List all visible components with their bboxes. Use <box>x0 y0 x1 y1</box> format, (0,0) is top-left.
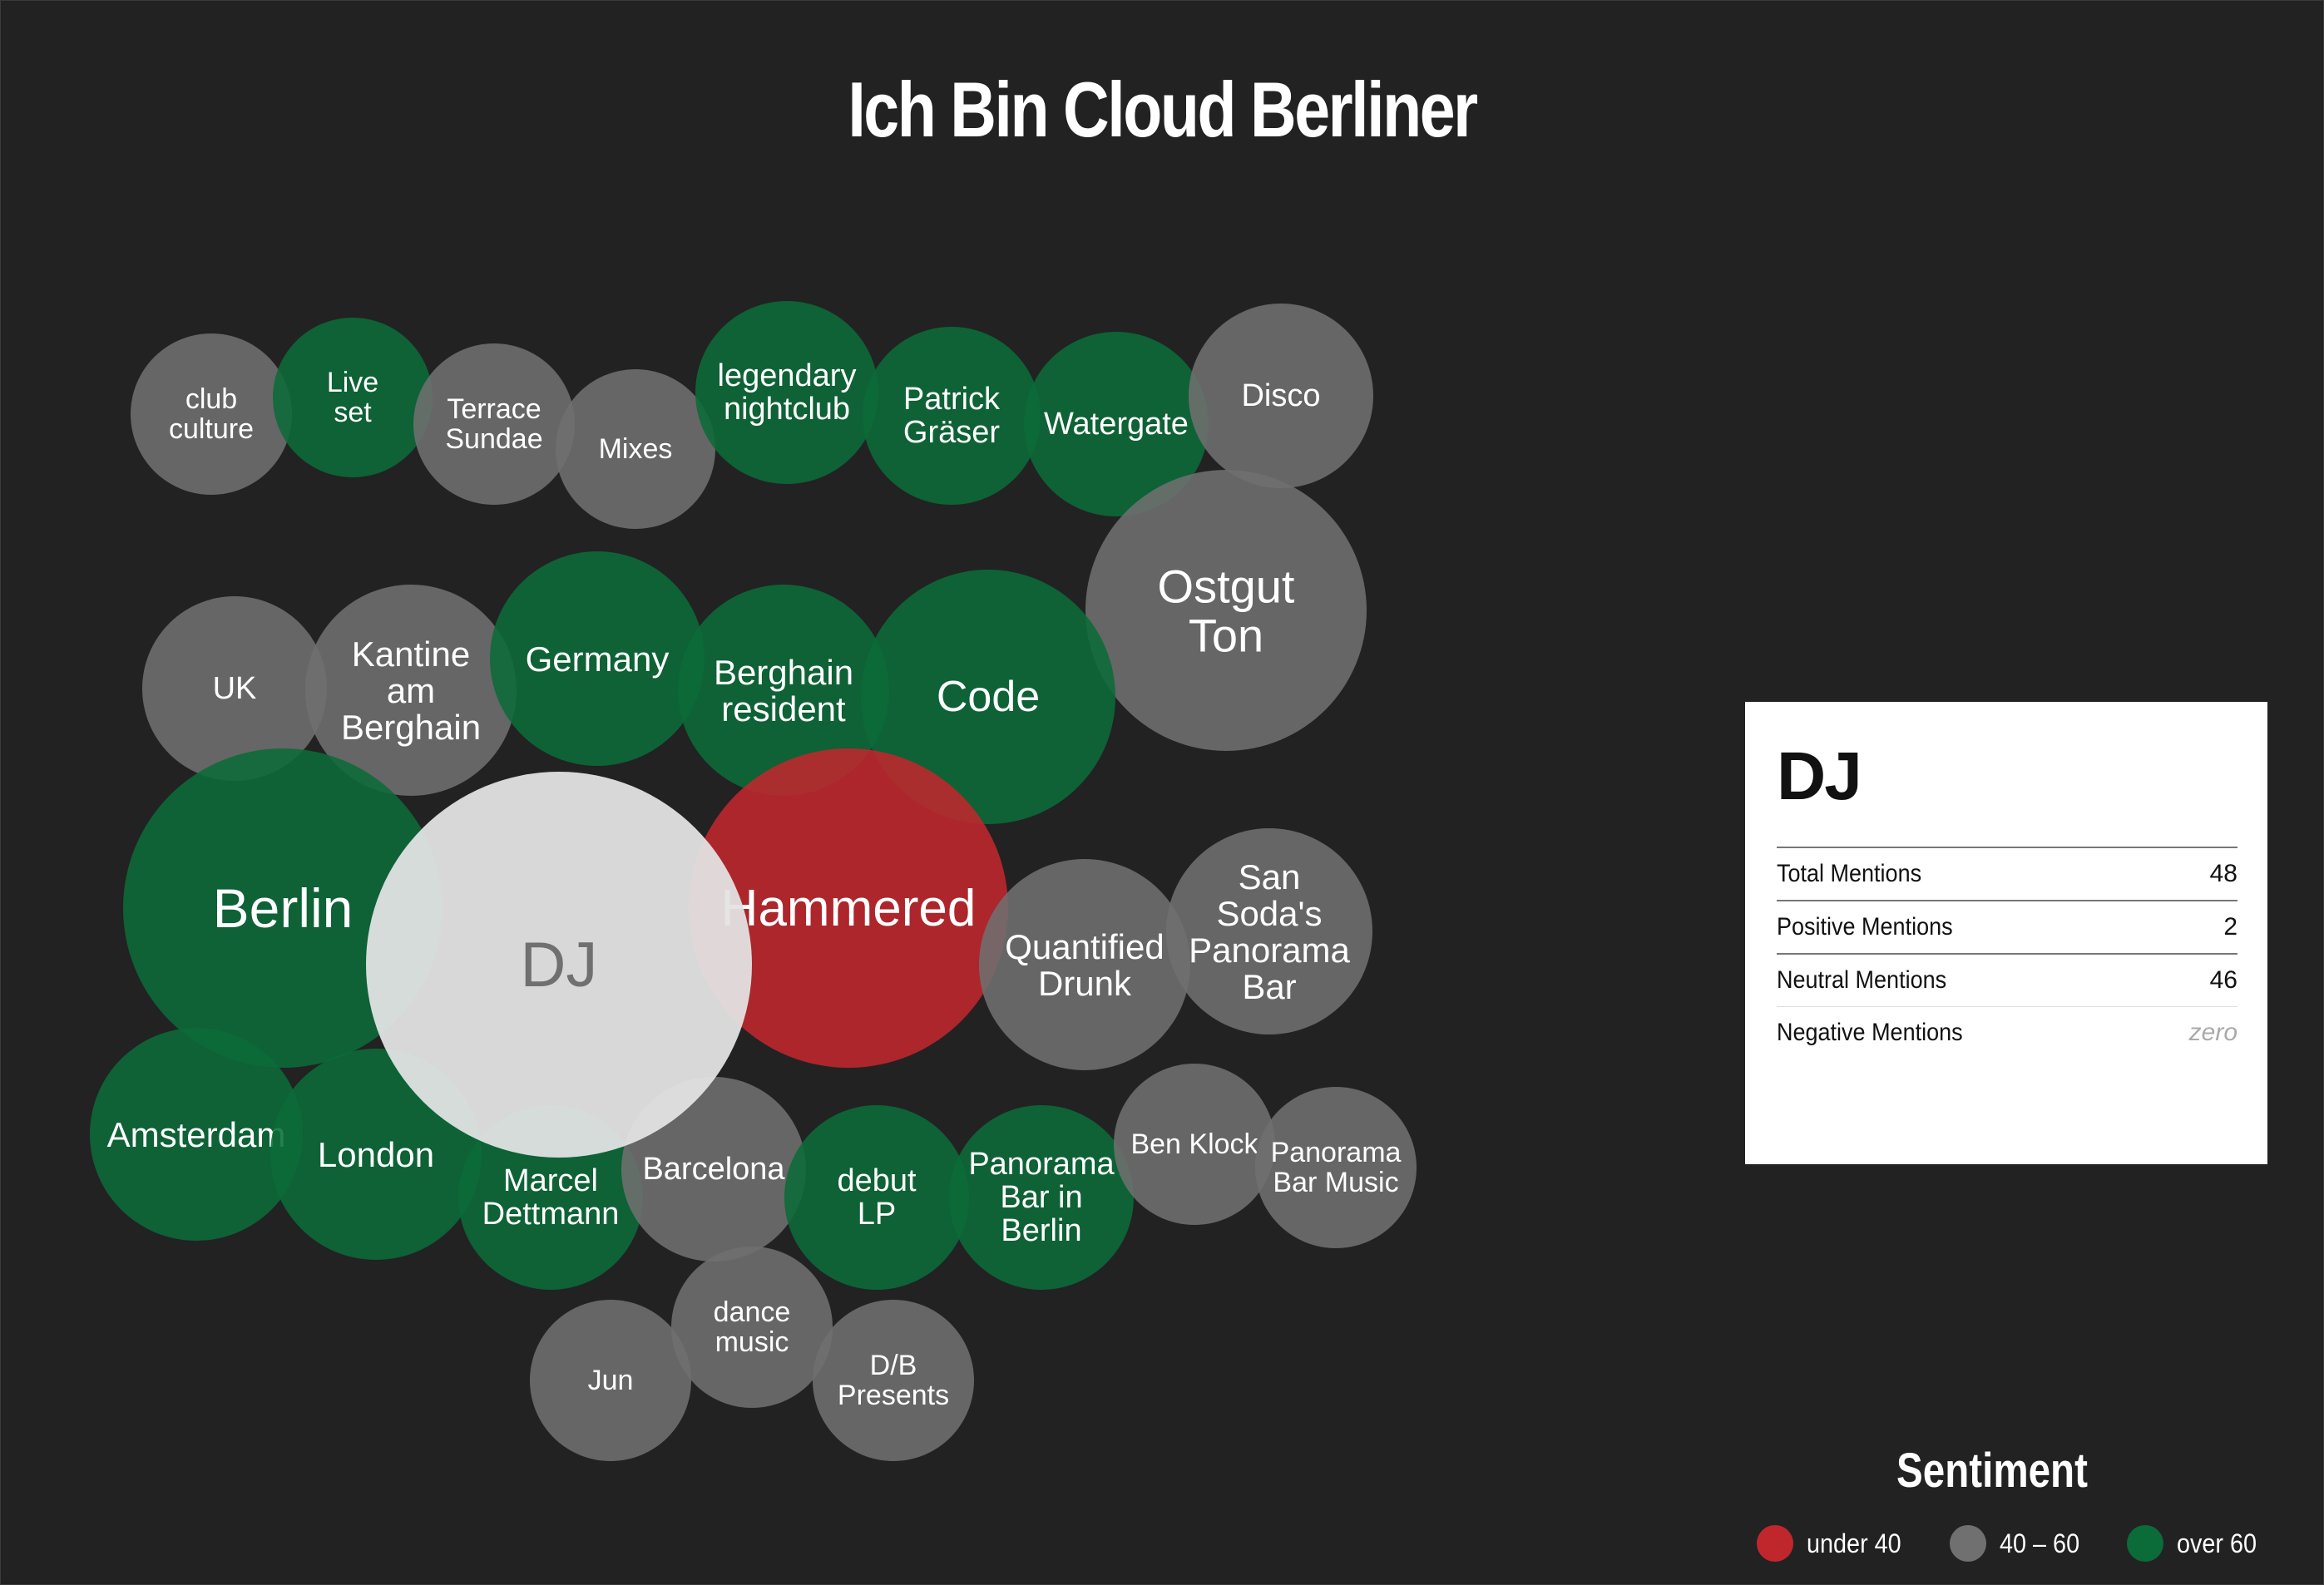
bubble-circle[interactable] <box>863 327 1041 505</box>
bubble-ben-klock[interactable]: Ben Klock <box>1114 1064 1275 1225</box>
bubble-circle[interactable] <box>1255 1087 1417 1248</box>
bubble-circle[interactable] <box>123 748 443 1068</box>
stat-row-neutral: Neutral Mentions 46 <box>1777 953 2237 1006</box>
stat-label: Negative Mentions <box>1777 1019 1963 1046</box>
bubble-dj[interactable]: DJ <box>366 772 752 1158</box>
stat-row-negative: Negative Mentions zero <box>1777 1006 2237 1059</box>
bubble-circle[interactable] <box>1085 470 1367 751</box>
stat-label: Total Mentions <box>1777 860 1922 887</box>
stat-value: 46 <box>2209 966 2237 994</box>
bubble-circle[interactable] <box>671 1247 833 1408</box>
bubble-jun[interactable]: Jun <box>530 1300 691 1461</box>
stat-value: 2 <box>2223 913 2237 941</box>
bubble-circle[interactable] <box>1024 332 1209 516</box>
bubble-circle[interactable] <box>1114 1064 1275 1225</box>
bubble-circle[interactable] <box>490 551 705 766</box>
bubble-disco[interactable]: Disco <box>1189 304 1373 488</box>
bubble-circle[interactable] <box>366 772 752 1158</box>
bubble-circle[interactable] <box>131 333 292 495</box>
bubble-circle[interactable] <box>305 585 517 796</box>
legend-label: 40 – 60 <box>2000 1528 2080 1558</box>
legend-swatch <box>1950 1525 1987 1562</box>
bubble-circle[interactable] <box>979 859 1190 1070</box>
legend-swatch <box>2127 1525 2164 1562</box>
detail-panel: DJ Total Mentions 48 Positive Mentions 2… <box>1745 702 2267 1164</box>
bubble-mixes[interactable]: Mixes <box>556 369 715 529</box>
bubble-amsterdam[interactable]: Amsterdam <box>90 1028 303 1241</box>
stat-row-positive: Positive Mentions 2 <box>1777 900 2237 953</box>
bubble-circle[interactable] <box>273 318 433 477</box>
bubble-circle[interactable] <box>1166 828 1372 1034</box>
legend-item-positive: over 60 <box>2127 1525 2266 1562</box>
legend-swatch <box>1757 1525 1793 1562</box>
legend-title: Sentiment <box>1896 1444 2088 1498</box>
bubble-circle[interactable] <box>689 748 1008 1068</box>
legend-label: over 60 <box>2177 1528 2257 1558</box>
page-title: Ich Bin Cloud Berliner <box>848 66 1478 153</box>
stat-label: Neutral Mentions <box>1777 966 1947 994</box>
bubble-circle[interactable] <box>142 596 327 781</box>
stat-label: Positive Mentions <box>1777 913 1953 941</box>
bubble-circle[interactable] <box>1189 304 1373 488</box>
bubble-circle[interactable] <box>813 1300 974 1461</box>
bubble-circle[interactable] <box>678 585 889 796</box>
legend-item-negative: under 40 <box>1757 1525 1911 1562</box>
bubble-germany[interactable]: Germany <box>490 551 705 766</box>
detail-title: DJ <box>1777 738 1862 814</box>
bubble-circle[interactable] <box>413 343 575 505</box>
legend-label: under 40 <box>1807 1528 1901 1558</box>
bubble-circle[interactable] <box>556 369 715 529</box>
stat-row-total: Total Mentions 48 <box>1777 847 2237 900</box>
legend: under 40 40 – 60 over 60 <box>1757 1523 2304 1563</box>
stat-value: zero <box>2188 1019 2237 1046</box>
bubble-circle[interactable] <box>949 1105 1134 1290</box>
bubble-circle[interactable] <box>90 1028 303 1241</box>
bubble-circle[interactable] <box>530 1300 691 1461</box>
legend-item-neutral: 40 – 60 <box>1950 1525 2089 1562</box>
stat-value: 48 <box>2209 860 2237 887</box>
bubble-circle[interactable] <box>861 570 1115 824</box>
bubble-circle[interactable] <box>784 1105 969 1290</box>
bubble-circle[interactable] <box>695 301 878 484</box>
